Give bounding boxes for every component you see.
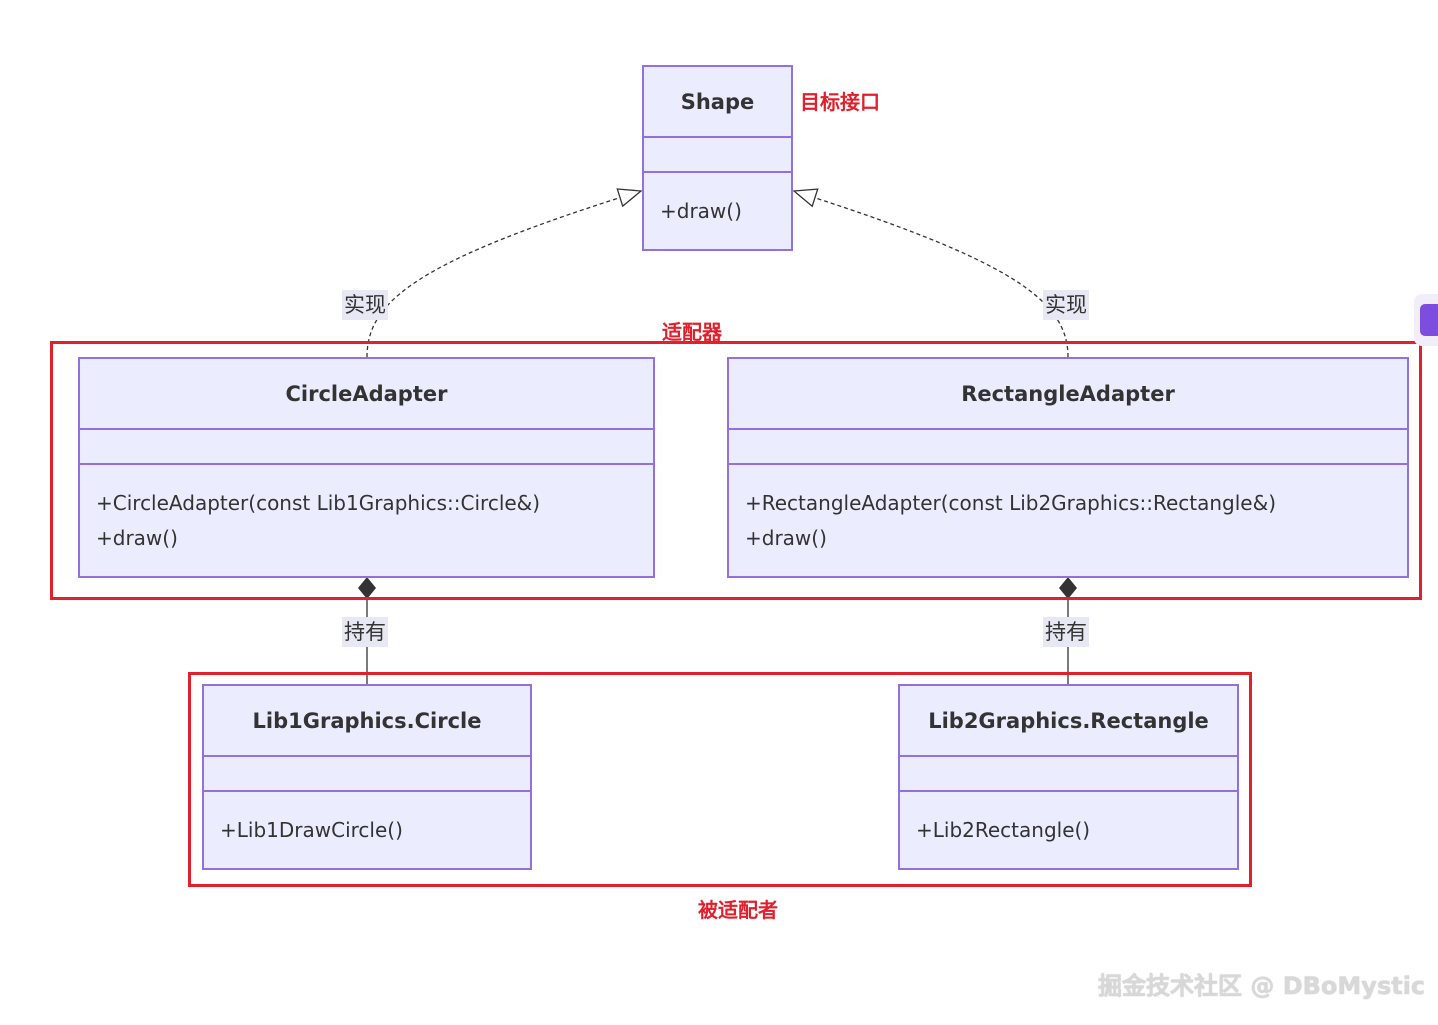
class-attributes bbox=[729, 430, 1407, 465]
circle-realization-label: 实现 bbox=[342, 290, 388, 320]
method: +draw() bbox=[660, 198, 742, 223]
adapter-group-box bbox=[50, 341, 1422, 600]
adapter-label: 适配器 bbox=[662, 320, 722, 344]
circle-composition-diamond bbox=[358, 577, 376, 599]
rectangle-realization-link bbox=[794, 191, 1069, 358]
class-attributes bbox=[204, 757, 530, 792]
class-methods: +RectangleAdapter(const Lib2Graphics::Re… bbox=[729, 465, 1407, 576]
shape-class[interactable]: Shape +draw() bbox=[642, 65, 793, 251]
class-attributes bbox=[80, 430, 653, 465]
rectangle-realization-label: 实现 bbox=[1043, 290, 1089, 320]
class-attributes bbox=[900, 757, 1237, 792]
lib2-rectangle-class[interactable]: Lib2Graphics.Rectangle +Lib2Rectangle() bbox=[898, 684, 1239, 870]
target-interface-label: 目标接口 bbox=[800, 90, 880, 114]
method: +RectangleAdapter(const Lib2Graphics::Re… bbox=[745, 490, 1277, 515]
class-methods: +Lib2Rectangle() bbox=[900, 792, 1237, 868]
adaptee-label: 被适配者 bbox=[698, 898, 778, 922]
circle-adapter-class[interactable]: CircleAdapter +CircleAdapter(const Lib1G… bbox=[78, 357, 655, 578]
circle-realization-link bbox=[366, 191, 641, 358]
lib1-circle-class[interactable]: Lib1Graphics.Circle +Lib1DrawCircle() bbox=[202, 684, 532, 870]
class-attributes bbox=[644, 138, 791, 173]
class-methods: +draw() bbox=[644, 173, 791, 249]
class-name: CircleAdapter bbox=[80, 359, 653, 430]
floating-widget-icon[interactable] bbox=[1414, 294, 1438, 346]
class-methods: +CircleAdapter(const Lib1Graphics::Circl… bbox=[80, 465, 653, 576]
circle-composition-label: 持有 bbox=[342, 617, 388, 647]
method: +Lib1DrawCircle() bbox=[220, 817, 403, 842]
class-name: Lib1Graphics.Circle bbox=[204, 686, 530, 757]
method: +Lib2Rectangle() bbox=[916, 817, 1091, 842]
rectangle-adapter-class[interactable]: RectangleAdapter +RectangleAdapter(const… bbox=[727, 357, 1409, 578]
class-name: Shape bbox=[644, 67, 791, 138]
class-name: Lib2Graphics.Rectangle bbox=[900, 686, 1237, 757]
method: +draw() bbox=[96, 525, 178, 550]
method: +draw() bbox=[745, 525, 827, 550]
class-name: RectangleAdapter bbox=[729, 359, 1407, 430]
watermark: 掘金技术社区 @ DBoMystic bbox=[1098, 972, 1426, 1000]
class-methods: +Lib1DrawCircle() bbox=[204, 792, 530, 868]
rectangle-composition-diamond bbox=[1059, 577, 1077, 599]
widget-logo-icon bbox=[1420, 304, 1438, 336]
adaptee-group-box bbox=[188, 672, 1252, 887]
method: +CircleAdapter(const Lib1Graphics::Circl… bbox=[96, 490, 541, 515]
rectangle-composition-label: 持有 bbox=[1043, 617, 1089, 647]
